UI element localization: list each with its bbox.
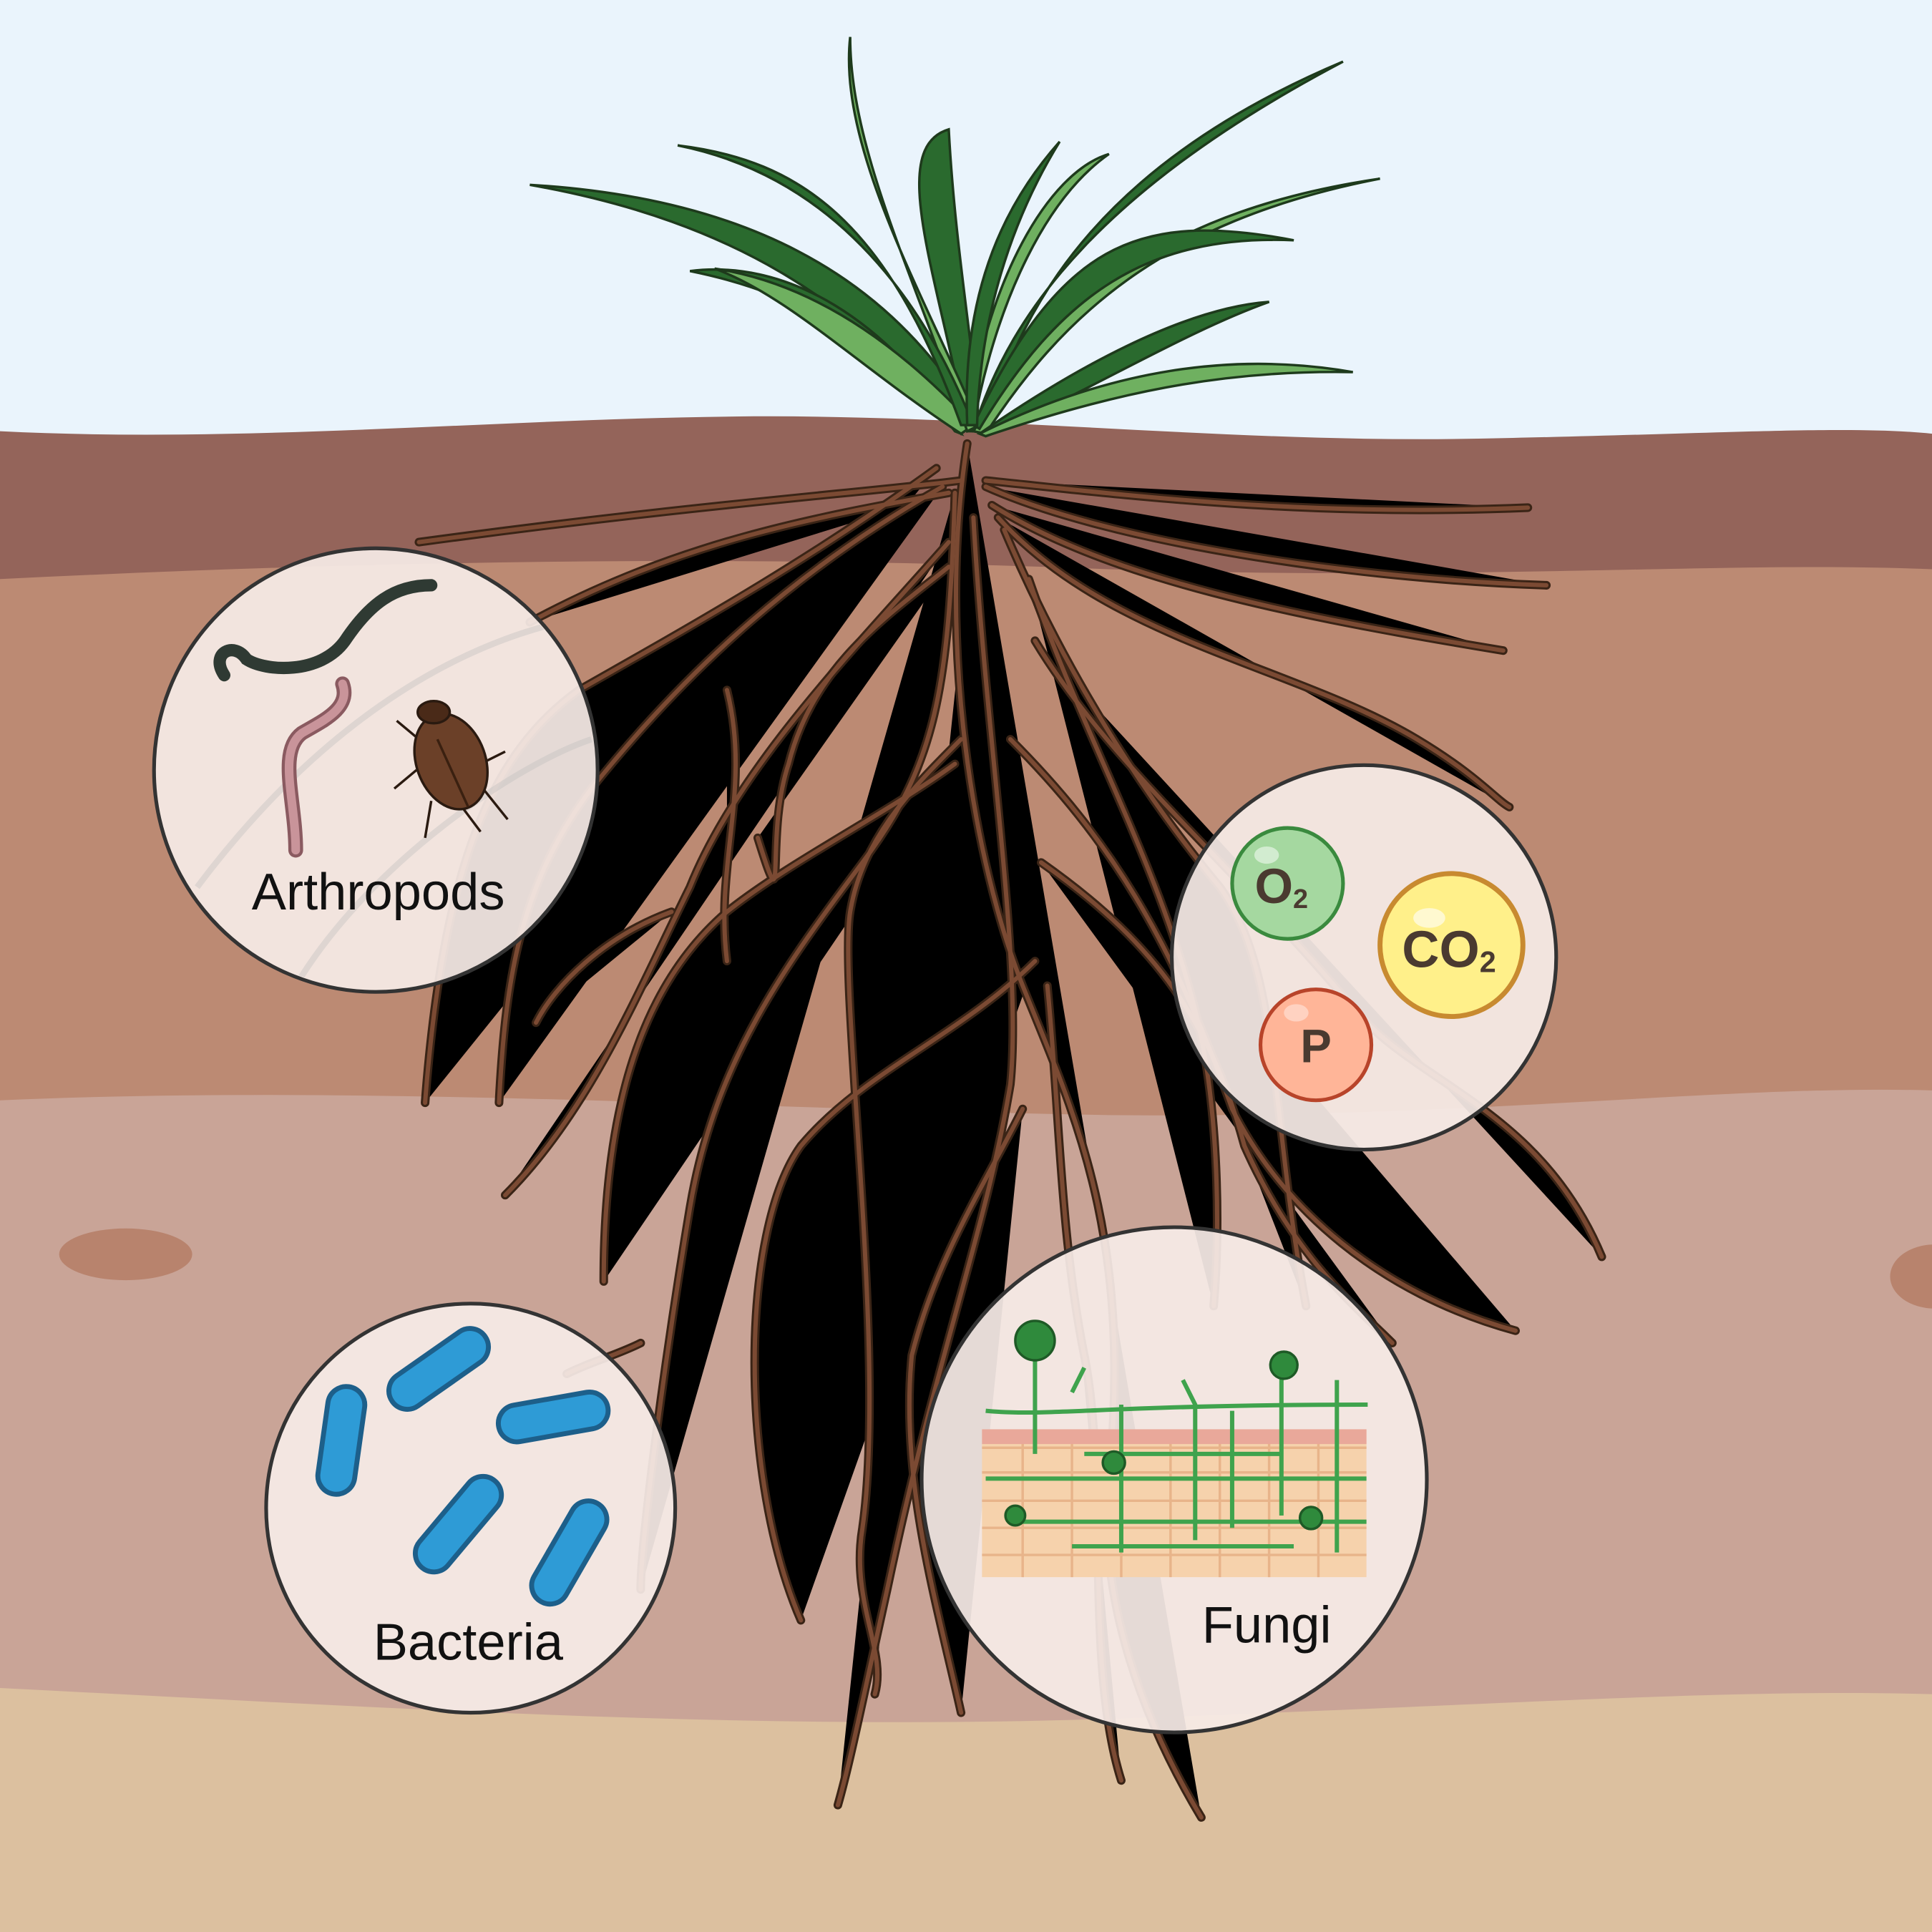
arthropods-label: Arthropods: [252, 864, 505, 921]
fungi-panel[interactable]: Fungi: [919, 1225, 1429, 1735]
nematode-icon: [213, 579, 438, 682]
phosphorus-bubble: P: [1258, 987, 1374, 1103]
o2-bubble: O2: [1230, 826, 1345, 941]
svg-text:P: P: [1300, 1020, 1332, 1072]
co2-bubble: CO2: [1377, 871, 1526, 1020]
svg-text:CO2: CO2: [1402, 922, 1496, 979]
mycelium-icon: [985, 1355, 1368, 1553]
root-cells-icon: [982, 1429, 1367, 1578]
soil-pebble: [1890, 1244, 1932, 1309]
fungi-label: Fungi: [1202, 1596, 1332, 1654]
soil-pebble: [59, 1228, 192, 1281]
root-system: [419, 444, 1601, 1818]
arthropods-panel[interactable]: Arthropods: [152, 546, 600, 994]
bacteria-panel[interactable]: Bacteria: [264, 1302, 678, 1715]
nutrients-panel[interactable]: O2 CO2 P: [1169, 763, 1558, 1152]
svg-text:O2: O2: [1254, 859, 1308, 914]
beetle-icon: [393, 700, 509, 839]
bacterium-icon: [315, 1326, 611, 1607]
plant-leaves: [530, 36, 1380, 438]
bedrock-layer: [0, 1688, 1932, 1932]
bacteria-label: Bacteria: [374, 1614, 564, 1671]
